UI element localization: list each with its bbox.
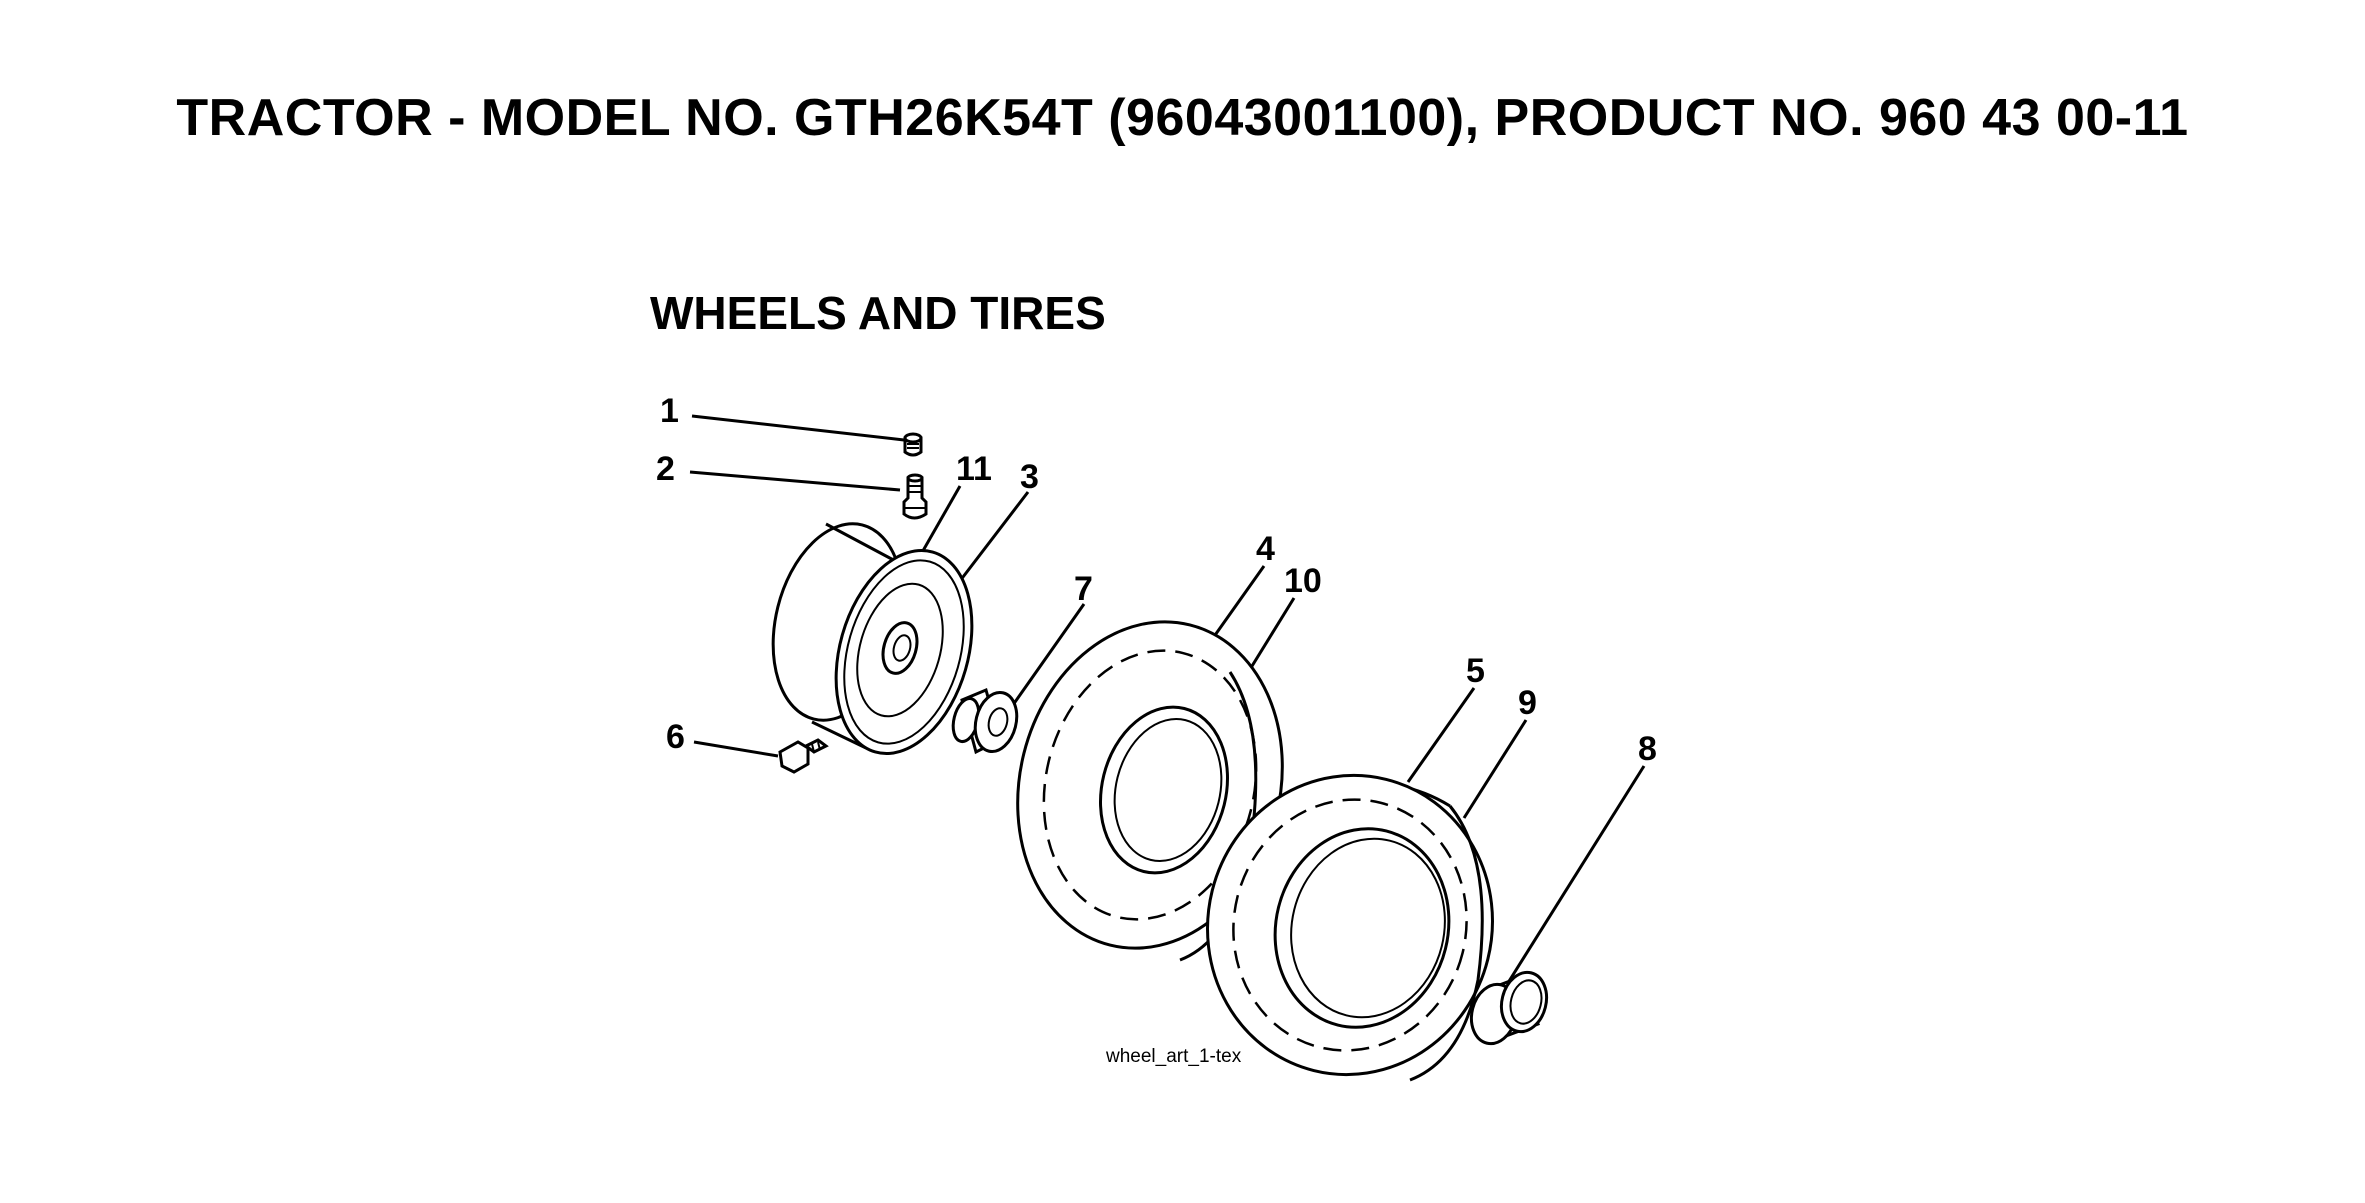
callout-7: 7 <box>1074 570 1093 608</box>
callout-5: 5 <box>1466 652 1485 690</box>
callout-2: 2 <box>656 450 675 488</box>
lug-bolt <box>778 738 829 774</box>
callout-1: 1 <box>660 392 679 430</box>
valve-stem <box>902 473 928 520</box>
callout-11: 11 <box>956 450 992 488</box>
callout-8: 8 <box>1638 730 1657 768</box>
callout-6: 6 <box>666 718 685 756</box>
art-reference-label: wheel_art_1-tex <box>1105 1046 1242 1067</box>
section-title: WHEELS AND TIRES <box>650 287 1106 339</box>
callout-4: 4 <box>1256 530 1275 568</box>
callout-10: 10 <box>1284 562 1322 600</box>
valve-cap <box>903 432 923 457</box>
front-tire <box>1016 620 1284 962</box>
page-title: TRACTOR - MODEL NO. GTH26K54T (960430011… <box>176 89 2189 147</box>
bushing <box>951 687 1019 755</box>
rim <box>771 522 974 756</box>
callout-9: 9 <box>1518 684 1537 722</box>
callout-3: 3 <box>1020 458 1039 496</box>
hub-cap <box>1469 970 1549 1046</box>
rear-tire <box>1206 773 1494 1082</box>
